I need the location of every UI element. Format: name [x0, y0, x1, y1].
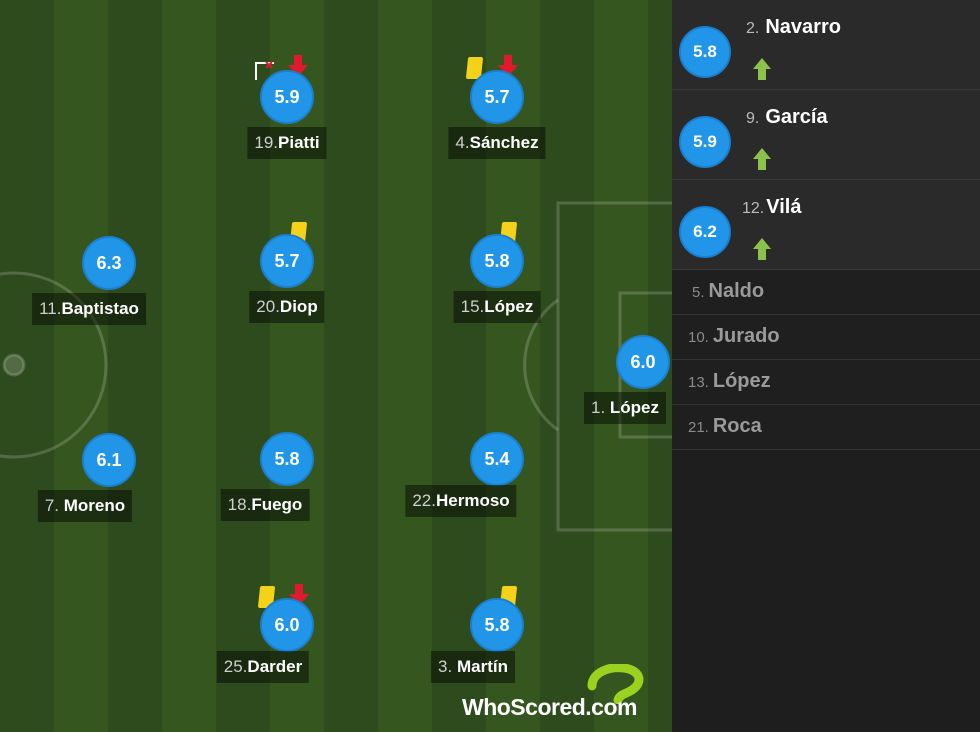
player-rating: 5.8 — [470, 598, 524, 652]
substitute-name: 2.Navarro — [746, 16, 841, 38]
substitute-name: 9.García — [746, 106, 828, 128]
player-name-label: 4.Sánchez — [448, 127, 546, 159]
player-rating: 5.8 — [470, 234, 524, 288]
player-name-label: 3. Martín — [431, 651, 515, 683]
bench-player-name: 10.Jurado — [688, 325, 780, 347]
player-rating: 5.8 — [679, 26, 731, 78]
player-rating: 5.9 — [260, 70, 314, 124]
bench-player-name: 5.Naldo — [692, 280, 765, 302]
bench-row[interactable]: 21.Roca — [672, 405, 980, 450]
substitute-row[interactable]: 5.8 2.Navarro — [672, 0, 980, 90]
player-rating: 5.7 — [470, 70, 524, 124]
player-name-label: 25.Darder — [216, 651, 310, 683]
bench-row[interactable]: 13.López — [672, 360, 980, 405]
player-name-label: 11.Baptistao — [32, 293, 146, 325]
player-rating: 6.2 — [679, 206, 731, 258]
whoscored-logo: WhoScored.com — [462, 664, 662, 724]
pitch: 5.9 19.Piatti 5.7 4.Sánchez 6.3 11.Bapti… — [0, 0, 672, 732]
player-rating: 6.0 — [260, 598, 314, 652]
player-name-label: 7. Moreno — [37, 490, 133, 522]
sub-on-icon — [752, 56, 772, 82]
player-rating: 6.3 — [82, 236, 136, 290]
bench-row[interactable]: 5.Naldo — [672, 270, 980, 315]
substitutes-panel: 5.8 2.Navarro 5.9 9.García 6.2 12.Vilá 5… — [672, 0, 980, 732]
player-name-label: 1. López — [583, 392, 667, 424]
substitute-row[interactable]: 6.2 12.Vilá — [672, 180, 980, 270]
player-rating: 6.1 — [82, 433, 136, 487]
player-name-label: 20.Diop — [249, 291, 325, 323]
player-rating: 5.7 — [260, 234, 314, 288]
player-rating: 5.9 — [679, 116, 731, 168]
sub-off-icon — [287, 53, 309, 79]
sub-on-icon — [752, 146, 772, 172]
substitute-name: 12.Vilá — [742, 196, 802, 218]
bench-row[interactable]: 10.Jurado — [672, 315, 980, 360]
sub-off-icon — [497, 53, 519, 79]
player-rating: 5.4 — [470, 432, 524, 486]
sub-on-icon — [752, 236, 772, 262]
player-name-label: 15.López — [453, 291, 541, 323]
player-rating: 5.8 — [260, 432, 314, 486]
player-name-label: 18.Fuego — [220, 489, 310, 521]
bench-player-name: 21.Roca — [688, 415, 762, 437]
player-rating: 6.0 — [616, 335, 670, 389]
substitute-row[interactable]: 5.9 9.García — [672, 90, 980, 180]
player-name-label: 22.Hermoso — [405, 485, 517, 517]
goal-icon — [254, 60, 276, 82]
pitch-markings — [0, 201, 672, 532]
sub-off-icon — [288, 582, 310, 608]
player-name-label: 19.Piatti — [247, 127, 327, 159]
logo-mark-icon — [587, 664, 644, 704]
bench-player-name: 13.López — [688, 370, 771, 392]
